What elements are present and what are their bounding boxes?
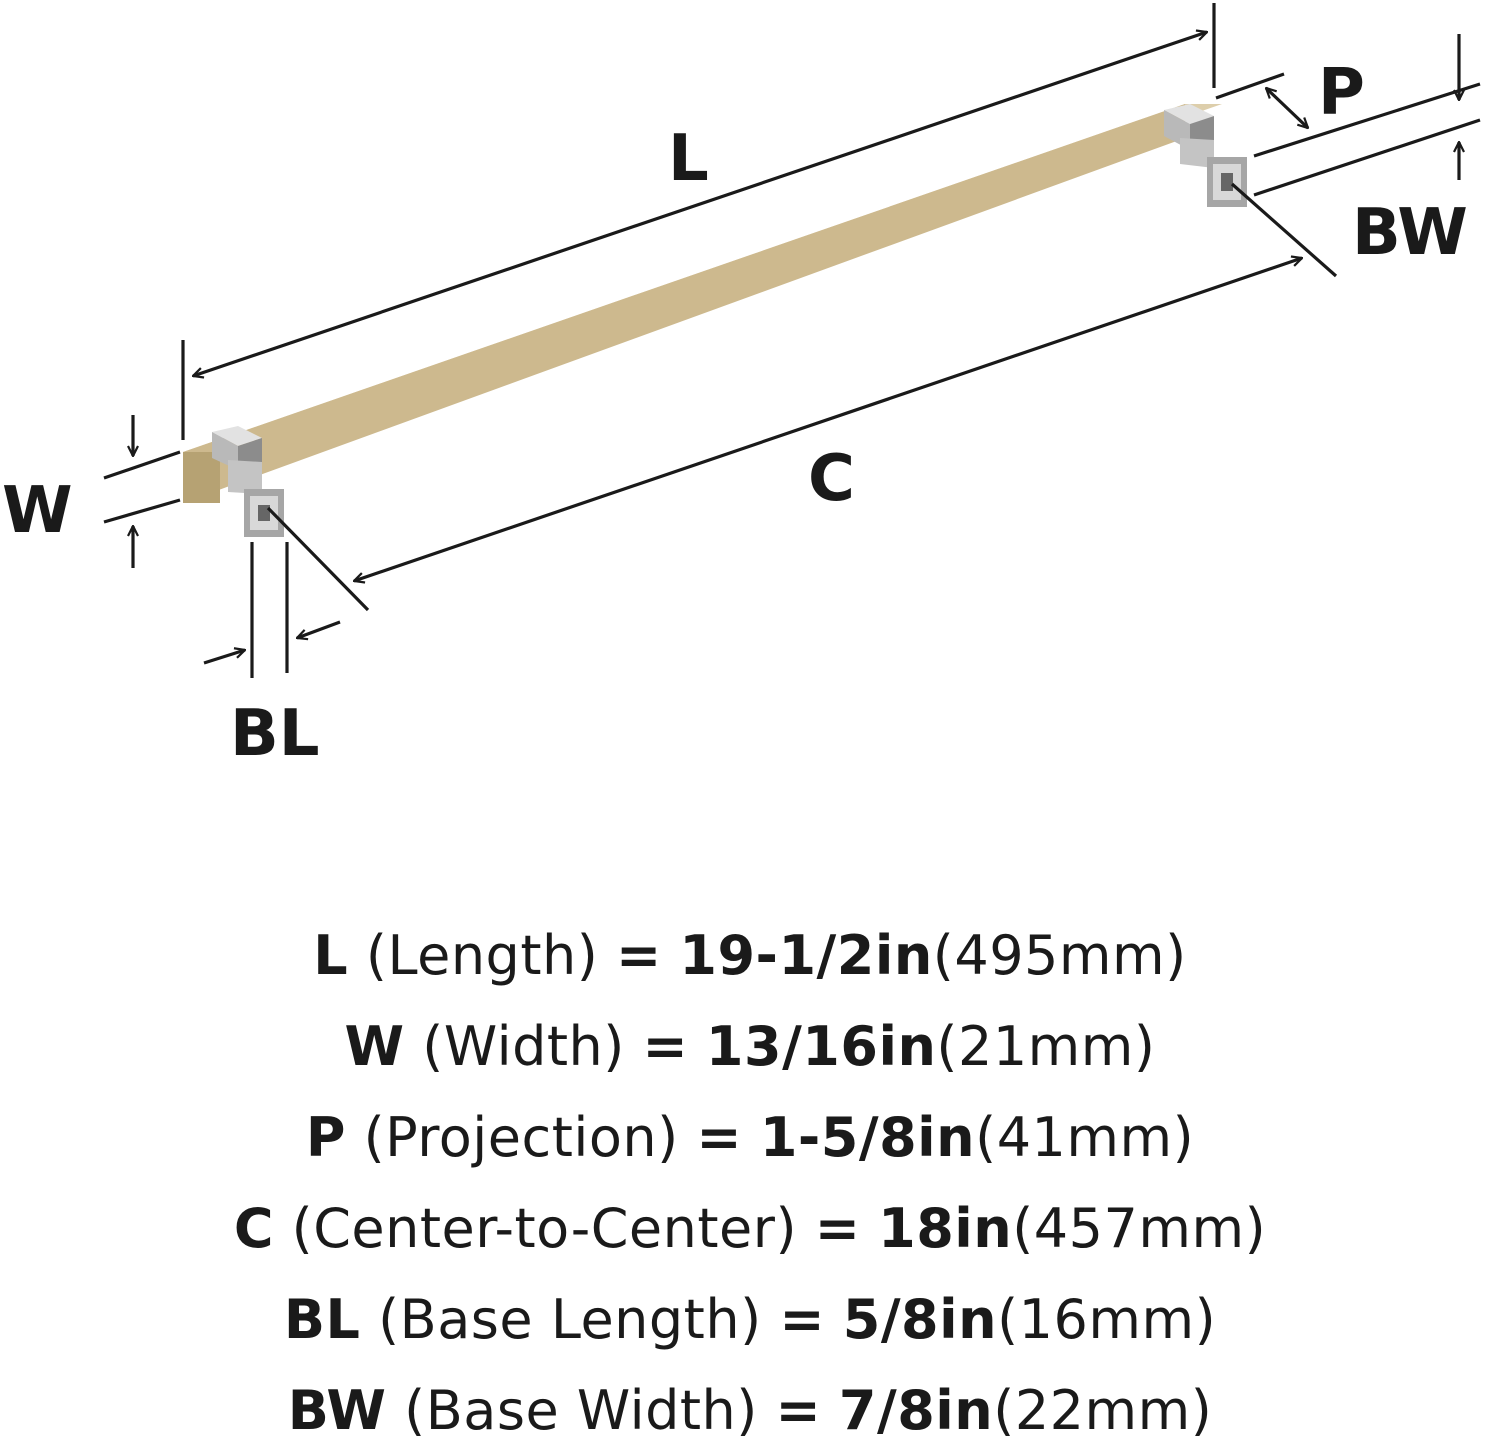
label-w: W — [2, 474, 73, 548]
width-extension-bottom — [103, 498, 181, 524]
spec-equals: = — [779, 1288, 826, 1351]
spec-abbr: P — [305, 1106, 346, 1169]
label-bw: BW — [1352, 196, 1468, 270]
spec-inch: 7/8in — [838, 1379, 994, 1442]
spec-abbr: W — [344, 1015, 405, 1078]
spec-name: (Base Length) — [378, 1288, 762, 1351]
spec-row-center-to-center: C (Center-to-Center) = 18in(457mm) — [0, 1183, 1500, 1274]
base-length-arrow-left — [203, 650, 245, 665]
center-leader-left — [266, 506, 370, 612]
spec-name: (Projection) — [363, 1106, 679, 1169]
label-l: L — [668, 122, 709, 196]
spec-equals: = — [615, 924, 662, 987]
right-post — [1164, 104, 1247, 207]
label-p: P — [1318, 56, 1365, 130]
spec-mm: (41mm) — [975, 1106, 1195, 1169]
width-extension-top — [103, 450, 181, 480]
length-arrow — [193, 32, 1207, 376]
base-width-extension-bottom — [1253, 118, 1481, 197]
projection-arrow — [1266, 88, 1308, 128]
spec-mm: (22mm) — [993, 1379, 1213, 1442]
spec-equals: = — [814, 1197, 861, 1260]
spec-row-width: W (Width) = 13/16in(21mm) — [0, 1001, 1500, 1092]
spec-mm: (21mm) — [936, 1015, 1156, 1078]
spec-row-length: L (Length) = 19-1/2in(495mm) — [0, 910, 1500, 1001]
spec-row-base-length: BL (Base Length) = 5/8in(16mm) — [0, 1274, 1500, 1365]
left-post — [212, 426, 284, 537]
spec-mm: (457mm) — [1012, 1197, 1267, 1260]
spec-name: (Width) — [422, 1015, 625, 1078]
spec-mm: (495mm) — [932, 924, 1187, 987]
center-arrow — [354, 258, 1302, 581]
spec-inch: 5/8in — [842, 1288, 998, 1351]
label-c: C — [808, 442, 855, 516]
label-bl: BL — [230, 697, 320, 771]
spec-name: (Length) — [365, 924, 599, 987]
spec-abbr: BL — [283, 1288, 361, 1351]
spec-mm: (16mm) — [997, 1288, 1217, 1351]
spec-inch: 13/16in — [705, 1015, 937, 1078]
spec-abbr: L — [313, 924, 349, 987]
base-length-arrow-right — [297, 620, 341, 638]
spec-row-base-width: BW (Base Width) = 7/8in(22mm) — [0, 1365, 1500, 1456]
spec-inch: 1-5/8in — [759, 1106, 976, 1169]
spec-inch: 18in — [878, 1197, 1013, 1260]
spec-inch: 19-1/2in — [679, 924, 933, 987]
dimension-diagram: L C P BW W BL — [2, 3, 1481, 771]
spec-abbr: BW — [287, 1379, 387, 1442]
projection-extension — [1215, 72, 1285, 100]
spec-row-projection: P (Projection) = 1-5/8in(41mm) — [0, 1092, 1500, 1183]
dimension-lines — [103, 3, 1481, 678]
center-leader-right — [1230, 182, 1338, 278]
bar-end-face — [183, 452, 220, 503]
spec-equals: = — [775, 1379, 822, 1442]
spec-equals: = — [696, 1106, 743, 1169]
base-width-extension-top — [1253, 82, 1481, 158]
spec-abbr: C — [233, 1197, 274, 1260]
spec-equals: = — [642, 1015, 689, 1078]
spec-name: (Base Width) — [404, 1379, 758, 1442]
specifications-list: L (Length) = 19-1/2in(495mm) W (Width) =… — [0, 910, 1500, 1456]
spec-name: (Center-to-Center) — [291, 1197, 798, 1260]
